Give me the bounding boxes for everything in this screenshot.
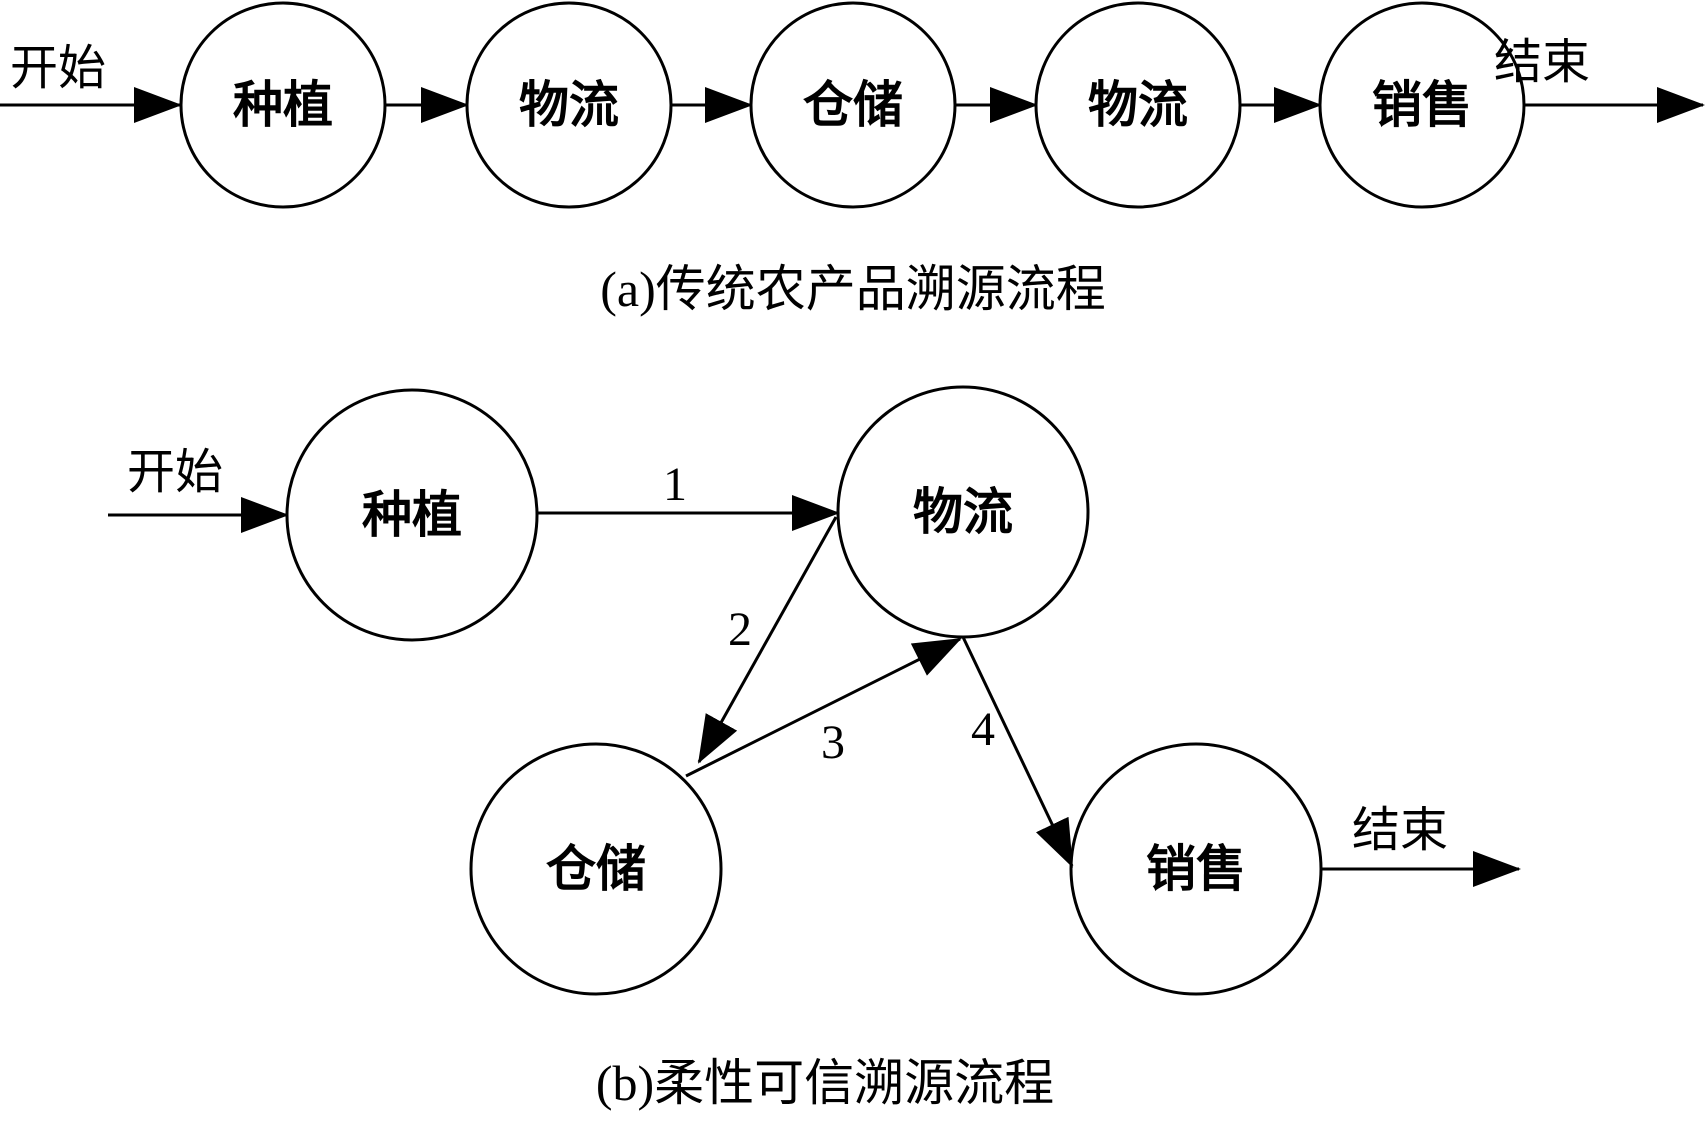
diagram-b-edge-1-label: 1 bbox=[663, 458, 687, 511]
diagram-a-start-label: 开始 bbox=[10, 40, 106, 96]
diagram-a: 开始 种植 物流 仓储 物流 销售 结束 (a)传统农产品溯源流程 bbox=[0, 1, 1705, 317]
diagram-a-end-label: 结束 bbox=[1494, 34, 1590, 90]
diagram-b-node-storage bbox=[469, 742, 723, 996]
diagram-b: 开始 种植 物流 仓储 销售 1 2 3 4 结束 (b)柔性可信溯源流程 bbox=[108, 385, 1521, 1111]
diagram-a-caption: (a)传统农产品溯源流程 bbox=[600, 261, 1106, 317]
diagram-b-edge-4-label: 4 bbox=[971, 703, 995, 756]
diagram-b-node-storage-label: 仓储 bbox=[546, 840, 646, 898]
diagram-b-node-planting-label: 种植 bbox=[362, 486, 462, 544]
diagram-b-edge-3-label: 3 bbox=[821, 716, 845, 769]
diagram-b-node-logistics-label: 物流 bbox=[913, 483, 1013, 541]
diagram-a-node-sales-label: 销售 bbox=[1372, 76, 1472, 134]
diagram-a-node-logistics-1-label: 物流 bbox=[519, 76, 619, 134]
diagram-b-caption: (b)柔性可信溯源流程 bbox=[596, 1055, 1054, 1111]
diagram-b-edge-4 bbox=[961, 636, 1074, 868]
diagram-b-end-label: 结束 bbox=[1352, 802, 1448, 858]
diagram-b-node-planting bbox=[285, 388, 539, 642]
diagram-b-start-label: 开始 bbox=[127, 444, 223, 500]
diagram-a-node-planting-label: 种植 bbox=[233, 76, 333, 134]
diagram-b-edge-2-label: 2 bbox=[728, 603, 752, 656]
diagram-b-edge-3 bbox=[685, 637, 962, 778]
diagram-a-node-storage-label: 仓储 bbox=[803, 76, 903, 134]
diagram-a-node-logistics-2-label: 物流 bbox=[1088, 76, 1188, 134]
diagram-b-node-sales-label: 销售 bbox=[1146, 840, 1246, 898]
diagram-b-edge-2 bbox=[697, 516, 838, 764]
